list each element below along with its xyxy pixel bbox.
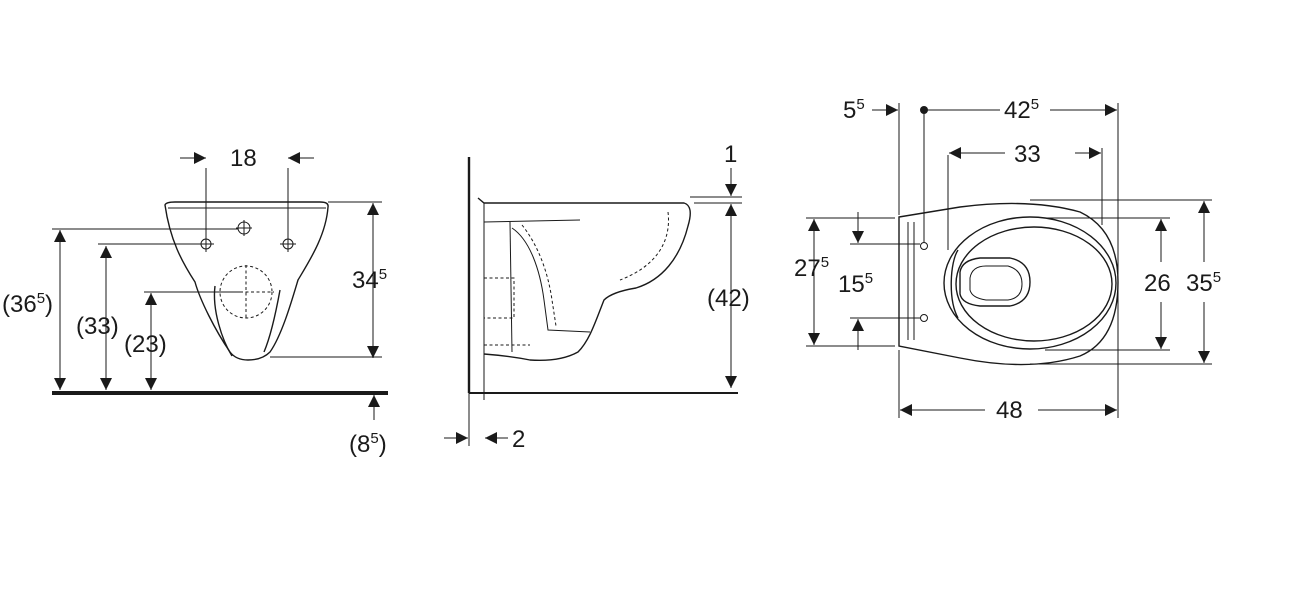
fixing-hole-top <box>236 220 252 236</box>
top-outlet <box>959 257 1031 307</box>
dim-top-width-holes-outer: 275 <box>794 254 829 282</box>
dim-top-width-bowl: 26 <box>1144 270 1171 297</box>
front-view <box>52 152 388 420</box>
dim-below-floor: (85) <box>349 430 387 458</box>
dim-front-rim-height: 345 <box>352 266 387 294</box>
top-bowl-outline <box>898 202 1119 366</box>
dim-front-height-23: (23) <box>124 331 167 358</box>
side-view <box>444 157 742 446</box>
dim-top-offset-left: 55 <box>843 96 865 124</box>
dim-side-rim-height: (42) <box>707 285 750 312</box>
front-bowl-inner-right <box>263 289 281 353</box>
dim-front-height-33: (33) <box>76 313 119 340</box>
dim-top-length-overall: 425 <box>1004 96 1039 124</box>
top-bowl-inner <box>943 216 1117 350</box>
dim-top-width-holes-inner: 155 <box>838 270 873 298</box>
dim-side-wall-gap: 2 <box>512 426 525 453</box>
top-fixing-hole-upper <box>920 242 928 250</box>
front-bowl-inner-left <box>213 285 233 357</box>
dim-top-length-bowl: 33 <box>1014 141 1041 168</box>
dim-top-width-overall: 355 <box>1186 269 1221 297</box>
top-view <box>806 103 1212 418</box>
fixing-hole-left <box>198 236 214 252</box>
fixing-hole-right <box>280 236 296 252</box>
dim-top-depth-total: 48 <box>996 397 1023 424</box>
top-fixing-hole-lower <box>920 314 928 322</box>
dim-front-outer-height: (365) <box>2 290 53 318</box>
dimension-labels: 18 345 (365) (33) (23) (85) 1 (42) 2 55 … <box>2 96 1221 458</box>
dim-front-width: 18 <box>230 145 257 172</box>
dim-side-top-gap: 1 <box>724 141 737 168</box>
side-bowl-outline <box>477 197 691 362</box>
front-bowl-outline <box>164 201 329 361</box>
